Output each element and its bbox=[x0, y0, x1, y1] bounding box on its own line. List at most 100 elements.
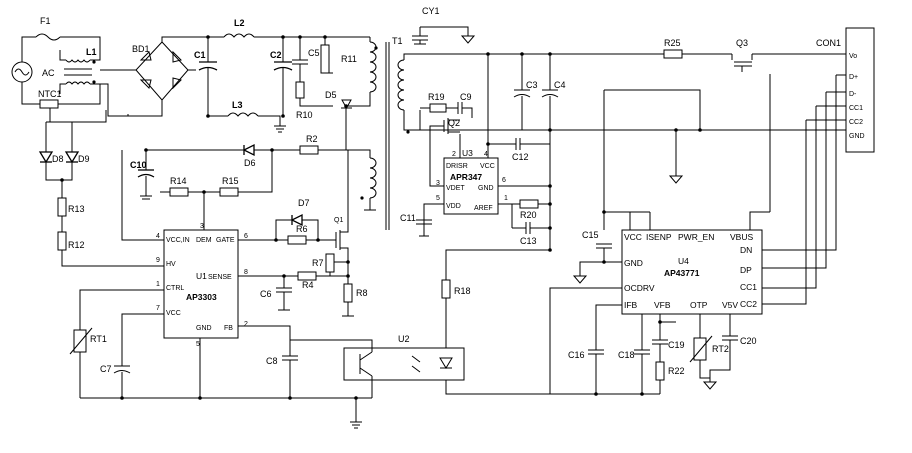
ground-cy1-left bbox=[414, 40, 426, 45]
u3-pin-drisr: DRISR bbox=[446, 163, 468, 170]
label-q1: Q1 bbox=[334, 217, 343, 224]
label-c11: C11 bbox=[400, 213, 416, 223]
ground-rt2 bbox=[702, 381, 718, 390]
ground-u4 bbox=[572, 275, 588, 284]
label-c3: C3 bbox=[526, 80, 538, 90]
capacitor-c19: C19 bbox=[652, 339, 685, 350]
diode-d8: D8 bbox=[38, 151, 64, 164]
capacitor-c5: C5 bbox=[292, 48, 320, 65]
u1-name: U1 bbox=[196, 271, 207, 281]
ground-l3 bbox=[274, 125, 286, 133]
label-u2: U2 bbox=[398, 334, 410, 344]
resistor-r15: R15 bbox=[219, 176, 239, 197]
junction-dots bbox=[60, 35, 702, 400]
mosfet-q3: Q3 bbox=[731, 38, 752, 72]
label-t1: T1 bbox=[392, 36, 403, 46]
label-c13: C13 bbox=[520, 236, 537, 246]
u3-name: U3 bbox=[462, 148, 473, 158]
resistor-r4: R4 bbox=[297, 271, 317, 290]
u1-pinnum-vccin: 4 bbox=[156, 233, 160, 240]
label-rt2: RT2 bbox=[712, 344, 729, 354]
u4-part: AP43771 bbox=[664, 268, 700, 278]
label-l2: L2 bbox=[234, 18, 245, 28]
label-r22: R22 bbox=[668, 366, 685, 376]
label-r12: R12 bbox=[68, 240, 85, 250]
label-cy1: CY1 bbox=[422, 6, 440, 16]
diode-d6: D6 bbox=[242, 143, 256, 168]
inductor-l2: L2 bbox=[223, 18, 255, 38]
label-d9: D9 bbox=[78, 154, 90, 164]
capacitor-c7: C7 bbox=[100, 364, 131, 374]
u1-pinnum-fb: 2 bbox=[244, 321, 248, 328]
capacitor-c8: C8 bbox=[266, 355, 298, 366]
capacitor-c18: C18 bbox=[618, 349, 650, 360]
u3-pinnum-vdd: 5 bbox=[436, 195, 440, 202]
capacitor-c4: C4 bbox=[541, 80, 566, 98]
u4-pin-cc2: CC2 bbox=[740, 299, 757, 309]
u1-pin-ctrl: CTRL bbox=[166, 285, 184, 292]
label-l3: L3 bbox=[232, 100, 243, 110]
label-c18: C18 bbox=[618, 350, 635, 360]
diode-d7: D7 bbox=[290, 198, 310, 227]
u1-pin-vcc: VCC bbox=[166, 310, 181, 317]
u3-pin-gnd: GND bbox=[478, 185, 494, 192]
ic-u4: VCC ISENP PWR_EN VBUS GND DN U4 AP43771 … bbox=[621, 229, 763, 315]
u3-part: APR347 bbox=[450, 172, 482, 182]
u3-pinnum-vdet: 3 bbox=[436, 180, 440, 187]
label-c7: C7 bbox=[100, 364, 112, 374]
u4-pin-cc1: CC1 bbox=[740, 282, 757, 292]
capacitor-c11: C11 bbox=[400, 213, 432, 225]
u1-pinnum-hv: 9 bbox=[156, 257, 160, 264]
choke-l1: L1 bbox=[64, 47, 97, 85]
capacitor-c13: C13 bbox=[520, 222, 537, 246]
u4-name: U4 bbox=[678, 256, 689, 266]
u3-pin-aref: AREF bbox=[474, 205, 493, 212]
label-r7: R7 bbox=[312, 258, 324, 268]
resistor-r8: R8 bbox=[343, 283, 368, 303]
optocoupler-u2: U2 bbox=[343, 334, 465, 381]
resistor-r12: R12 bbox=[57, 231, 85, 251]
u4-pin-pwren: PWR_EN bbox=[678, 232, 714, 242]
capacitor-c2: C2 bbox=[270, 50, 293, 71]
u4-pin-vfb: VFB bbox=[654, 300, 671, 310]
capacitor-c15: C15 bbox=[582, 230, 612, 249]
label-c6: C6 bbox=[260, 289, 272, 299]
label-c2: C2 bbox=[270, 50, 282, 60]
capacitor-cy1: CY1 bbox=[412, 6, 440, 41]
thermistor-rt1: RT1 bbox=[69, 327, 107, 355]
resistor-r13: R13 bbox=[57, 197, 85, 217]
ac-source: AC bbox=[11, 61, 55, 83]
u1-pin-fb: FB bbox=[224, 325, 233, 332]
u3-pinnum-gnd: 6 bbox=[502, 177, 506, 184]
con1-pin-cc2: CC2 bbox=[849, 119, 863, 126]
label-con1: CON1 bbox=[816, 38, 841, 48]
ground-primary bbox=[350, 421, 362, 429]
u1-pinnum-vcc: 7 bbox=[156, 305, 160, 312]
resistor-r25: R25 bbox=[663, 38, 683, 59]
ntc1: NTC1 bbox=[38, 89, 62, 109]
label-r11: R11 bbox=[341, 54, 357, 64]
u1-pin-gate: GATE bbox=[216, 237, 235, 244]
ground-sec bbox=[668, 175, 684, 184]
u4-pin-ifb: IFB bbox=[624, 300, 638, 310]
label-r6: R6 bbox=[296, 224, 308, 234]
u4-pin-otp: OTP bbox=[690, 300, 708, 310]
resistor-r2: R2 bbox=[299, 134, 319, 155]
mosfet-q1: Q1 bbox=[334, 217, 349, 262]
u3-pinnum-drisr: 2 bbox=[452, 151, 456, 158]
con1-pin-cc1: CC1 bbox=[849, 105, 863, 112]
u3-pin-vdd: VDD bbox=[446, 203, 461, 210]
capacitor-c12: C12 bbox=[512, 138, 529, 162]
label-ntc1: NTC1 bbox=[38, 89, 62, 99]
ground-cy1-right bbox=[460, 35, 476, 44]
u1-pinnum-gate: 6 bbox=[244, 233, 248, 240]
label-q3: Q3 bbox=[736, 38, 748, 48]
thermistor-rt2: RT2 bbox=[689, 335, 729, 363]
con1-pin-dminus: D- bbox=[849, 91, 857, 98]
diode-d9: D9 bbox=[64, 151, 90, 164]
u4-pin-vcc: VCC bbox=[624, 232, 642, 242]
u4-pin-gnd: GND bbox=[624, 258, 643, 268]
resistor-r19: R19 bbox=[428, 92, 447, 113]
label-r10: R10 bbox=[296, 110, 313, 120]
ic-u1: VCC,IN DEM GATE HV U1 SENSE AP3303 CTRL … bbox=[156, 223, 248, 348]
